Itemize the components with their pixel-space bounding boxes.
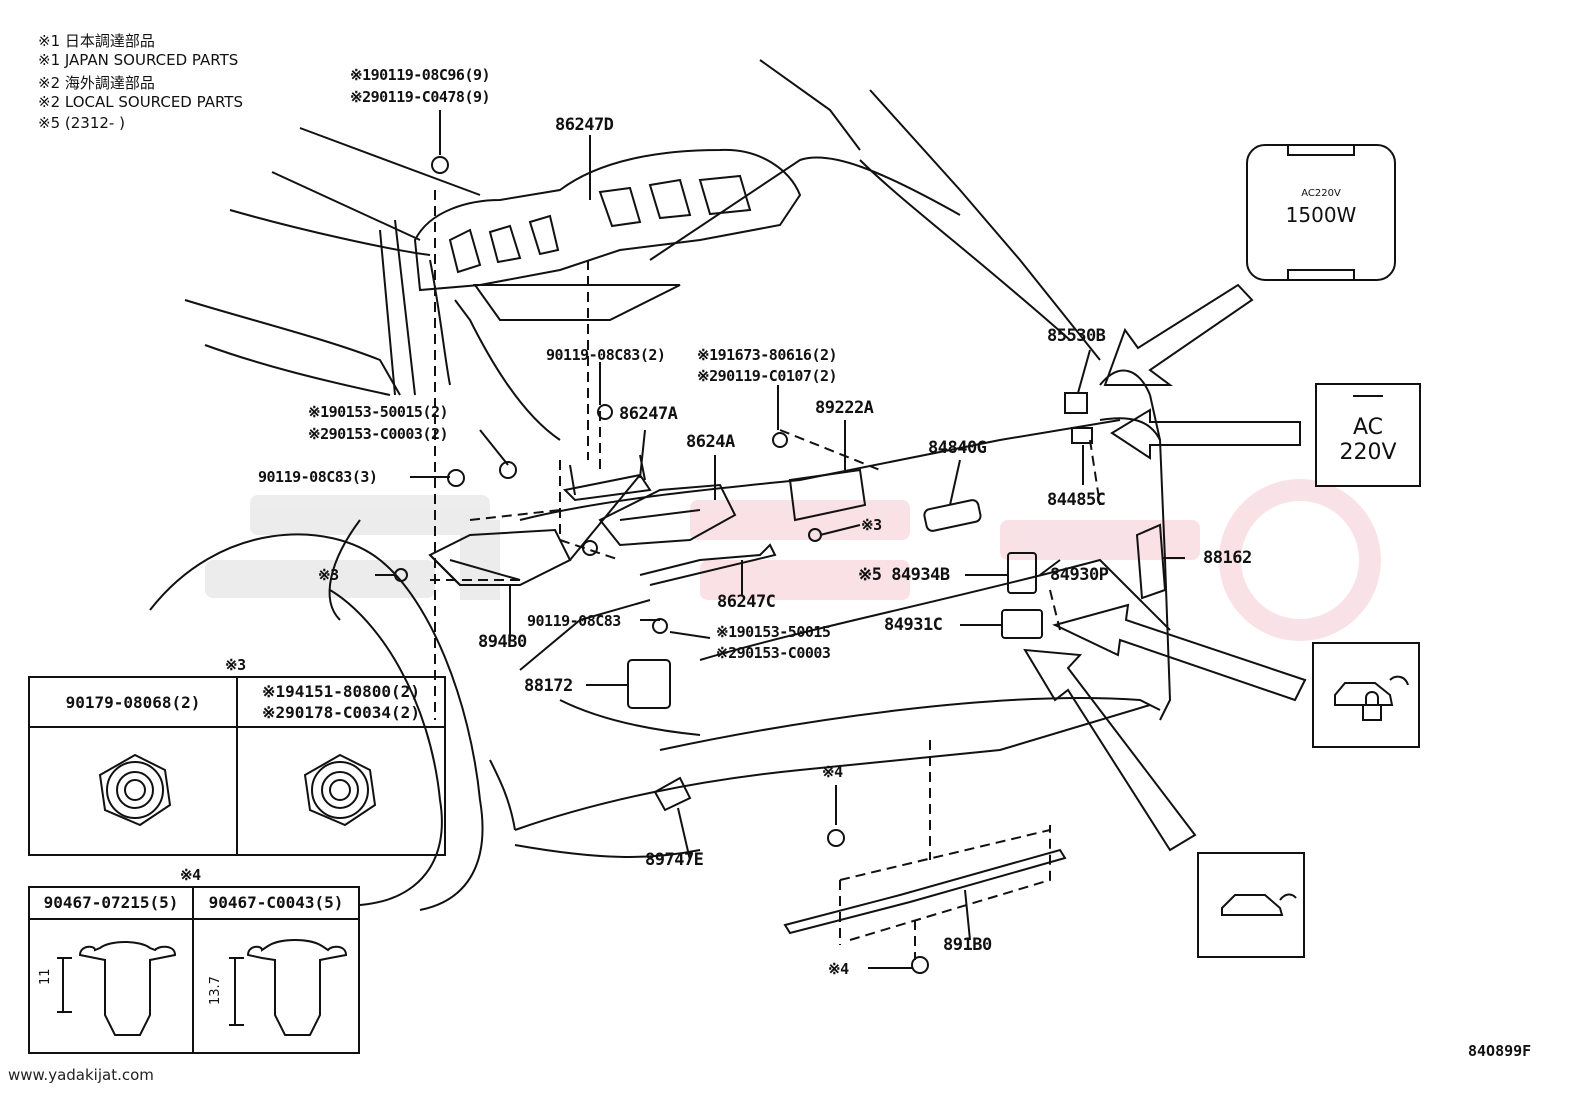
part-label[interactable]: 88162 (1203, 548, 1252, 568)
part-label[interactable]: 86247D (555, 115, 614, 135)
clip-icon (827, 829, 845, 847)
part-label: ※3 (318, 566, 339, 584)
part-label[interactable]: 89747E (645, 850, 704, 870)
switch-84840G (923, 499, 982, 532)
part-label[interactable]: ※190119-08C96(9) (350, 66, 491, 84)
part-label[interactable]: 8624A (686, 432, 735, 452)
ac-1500w-line1: AC220V (1301, 188, 1341, 199)
table3-col2b: ※290178-C0034(2) (262, 703, 420, 722)
part-label[interactable]: ※191673-80616(2) (697, 346, 838, 364)
part-label: ※4 (828, 960, 849, 978)
table4-mark: ※4 (180, 866, 201, 884)
ac-220v-line1: AC (1352, 415, 1384, 440)
dimension-label: 11 (38, 968, 53, 985)
note-line: ※5 (2312- ) (38, 114, 125, 132)
part-label[interactable]: ※290153-C0003 (716, 644, 831, 662)
car-lock-icon (1334, 675, 1409, 721)
module-88172 (627, 659, 671, 709)
note-line: ※2 LOCAL SOURCED PARTS (38, 93, 243, 111)
dimension-label: 13.7 (208, 976, 223, 1005)
ecu-8624A (598, 483, 737, 547)
part-label[interactable]: 894B0 (478, 632, 527, 652)
part-label[interactable]: ※190153-50015(2) (308, 403, 449, 421)
part-label[interactable]: 84485C (1047, 490, 1106, 510)
diagram-code: 84O899F (1468, 1042, 1532, 1060)
part-label[interactable]: 84840G (928, 438, 987, 458)
roof-line (299, 127, 481, 196)
arrow-4 (1023, 648, 1197, 852)
wheel-arch (149, 533, 484, 911)
arrow-1 (1103, 283, 1254, 386)
part-85530B (1064, 392, 1088, 414)
part-label[interactable]: ※5 84934B (858, 565, 950, 585)
ac-1500w-line2: 1500W (1285, 203, 1357, 227)
part-88162 (1135, 523, 1167, 600)
part-label[interactable]: 84930P (1050, 565, 1109, 585)
car-open-icon (1221, 893, 1297, 916)
table4: 90467-07215(5) 90467-C0043(5) (28, 886, 360, 1054)
bracket-86247A (562, 473, 652, 502)
table3: 90179-08068(2) ※194151-80800(2) ※290178-… (28, 676, 446, 856)
part-label[interactable]: ※190153-50015 (716, 623, 831, 641)
table3-col1: 90179-08068(2) (65, 693, 201, 712)
ac-1500w-icon (1246, 144, 1396, 281)
part-label[interactable]: ※290119-C0478(9) (350, 88, 491, 106)
clip-profile-icon (229, 939, 348, 1036)
note-line: ※1 日本調達部品 (38, 32, 155, 50)
part-label[interactable]: 90119-08C83 (527, 612, 621, 630)
part-label[interactable]: 90119-08C83(2) (546, 346, 666, 364)
clip-profile-icon (57, 941, 177, 1036)
part-label[interactable]: 89222A (815, 398, 874, 418)
module-89222A (788, 468, 867, 522)
sensor-89747E (653, 776, 692, 812)
switch-84931C (1001, 609, 1043, 639)
part-label[interactable]: 85530B (1047, 326, 1106, 346)
car-open-icon-box (1197, 852, 1305, 958)
part-label: ※3 (861, 516, 882, 534)
part-label[interactable]: ※290119-C0107(2) (697, 367, 838, 385)
table4-col1: 90467-07215(5) (43, 893, 179, 912)
car-lock-icon-box (1312, 642, 1420, 748)
part-label[interactable]: 88172 (524, 676, 573, 696)
part-label[interactable]: 86247C (717, 592, 776, 612)
watermark-logo (205, 479, 1381, 641)
note-line: ※2 海外調達部品 (38, 74, 155, 92)
arrow-2 (1110, 408, 1301, 460)
part-84485C (1071, 427, 1093, 444)
website-watermark: www.yadakijat.com (8, 1066, 154, 1084)
part-label[interactable]: 891B0 (943, 935, 992, 955)
note-line: ※1 JAPAN SOURCED PARTS (38, 51, 239, 69)
bracket-86247C (639, 543, 777, 586)
ac-220v-line2: 220V (1339, 440, 1397, 465)
part-label[interactable]: 90119-08C83(3) (258, 468, 378, 486)
table3-mark: ※3 (225, 656, 246, 674)
table4-col2: 90467-C0043(5) (208, 893, 344, 912)
heat-shield (413, 148, 802, 292)
part-label[interactable]: 84931C (884, 615, 943, 635)
part-label[interactable]: ※290153-C0003(2) (308, 425, 449, 443)
nut-icon (98, 753, 172, 827)
ac-220v-icon: AC 220V (1315, 383, 1421, 487)
part-label[interactable]: 86247A (619, 404, 678, 424)
arrow-3 (1052, 603, 1307, 702)
nut-icon (303, 753, 377, 827)
part-891B0 (783, 848, 1067, 935)
table3-col2a: ※194151-80800(2) (262, 682, 420, 701)
switch-84934B (1007, 552, 1037, 594)
part-label: ※4 (822, 763, 843, 781)
